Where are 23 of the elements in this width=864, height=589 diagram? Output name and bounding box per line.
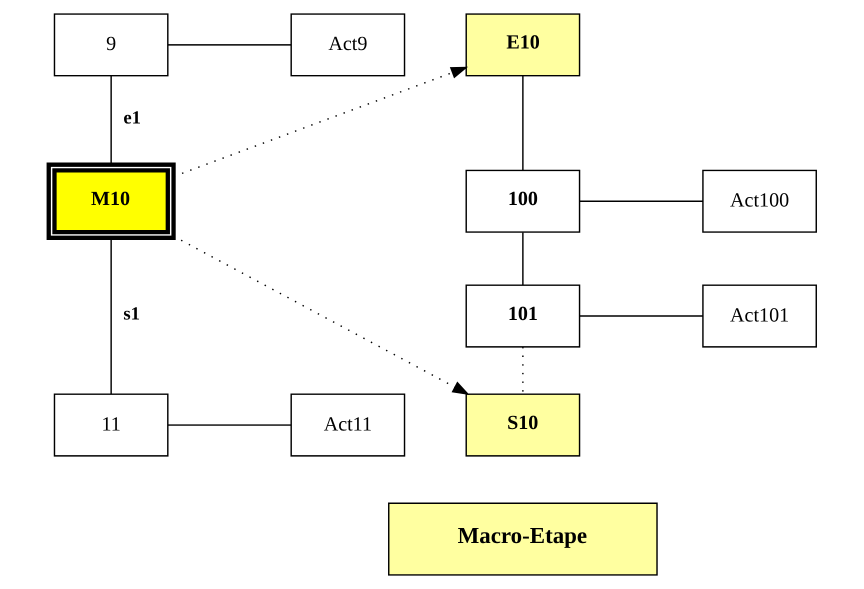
arrow [173,66,468,178]
node-box: Act9 [290,13,405,76]
connector [110,238,112,394]
node-box: 11 [53,393,168,457]
node-box: 101 [465,284,580,348]
node-box: 100 [465,170,580,233]
node-box: S10 [465,393,580,457]
connector [579,315,702,317]
node-box: E10 [465,13,580,76]
connector [110,76,112,164]
node-box: M10 [46,162,176,240]
edge-label: s1 [122,303,140,324]
edge-label: e1 [122,108,140,129]
node-box: Macro-Etape [388,502,658,576]
connector [522,76,524,170]
connector [579,200,702,202]
connector [168,44,290,46]
node-box: 9 [53,13,168,76]
connector [522,232,524,285]
connector [168,424,290,426]
node-box: Act100 [702,170,816,233]
node-box: Act11 [290,393,405,457]
node-box: Act101 [702,284,816,348]
